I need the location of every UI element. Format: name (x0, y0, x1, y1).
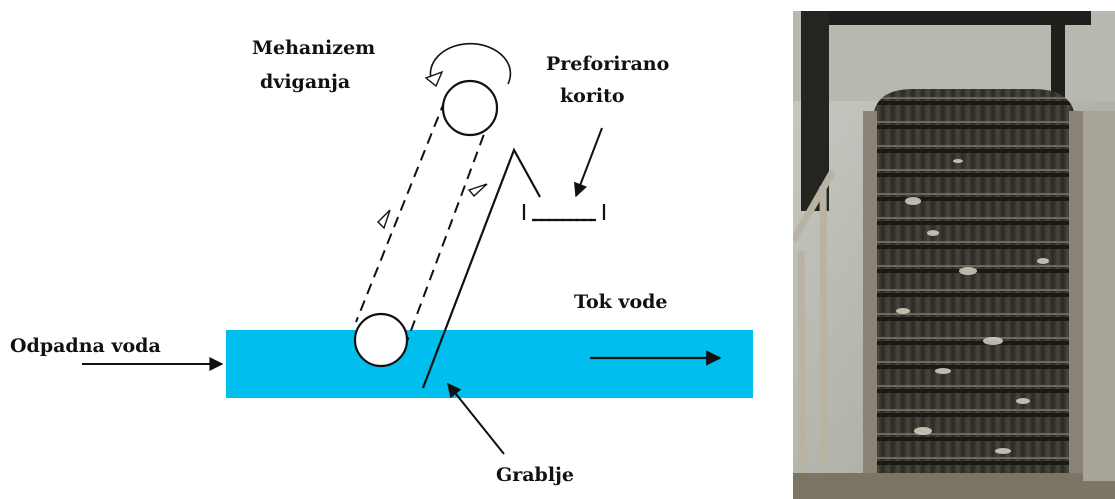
photo-right-wall (1083, 111, 1115, 481)
water-channel (226, 330, 753, 398)
rotation-arrow-head (424, 70, 444, 88)
bar-screen-photo (793, 11, 1115, 499)
lifting-mechanism-label-line2: dviganja (260, 71, 350, 93)
chain-direction-marker-left (377, 209, 391, 230)
chain-direction-marker-right (467, 183, 488, 198)
rake-label: Grablje (496, 464, 574, 486)
top-sprocket (441, 79, 499, 137)
perforated-trough (522, 204, 606, 222)
rake-pointer-arrow (447, 382, 505, 455)
photo-floor (793, 473, 1115, 499)
photo-top-frame (829, 11, 1091, 25)
photo-safety-railing (793, 169, 837, 499)
perforated-trough-label-line1: Preforirano (546, 53, 669, 75)
bar-screen-diagram: Mehanizem dviganja Preforirano korito To… (10, 37, 753, 486)
conveyor-chain-left (355, 99, 446, 323)
perforated-trough-label-line2: korito (560, 85, 625, 107)
bottom-sprocket (353, 312, 409, 368)
photo-conveyor-belt (873, 89, 1075, 481)
rake-plate (421, 147, 541, 389)
waste-water-label: Odpadna voda (10, 335, 161, 357)
photo-debris (896, 159, 1049, 454)
photo-frame-post-left (801, 11, 829, 211)
trough-pointer-arrow (573, 127, 603, 198)
rotation-arrow (429, 42, 512, 85)
conveyor-chain-right (405, 117, 491, 345)
water-flow-label: Tok vode (574, 291, 668, 313)
photo-side-rail-left (863, 111, 877, 491)
photo-side-rail-right (1069, 111, 1083, 491)
lifting-mechanism-label-line1: Mehanizem (252, 37, 375, 59)
